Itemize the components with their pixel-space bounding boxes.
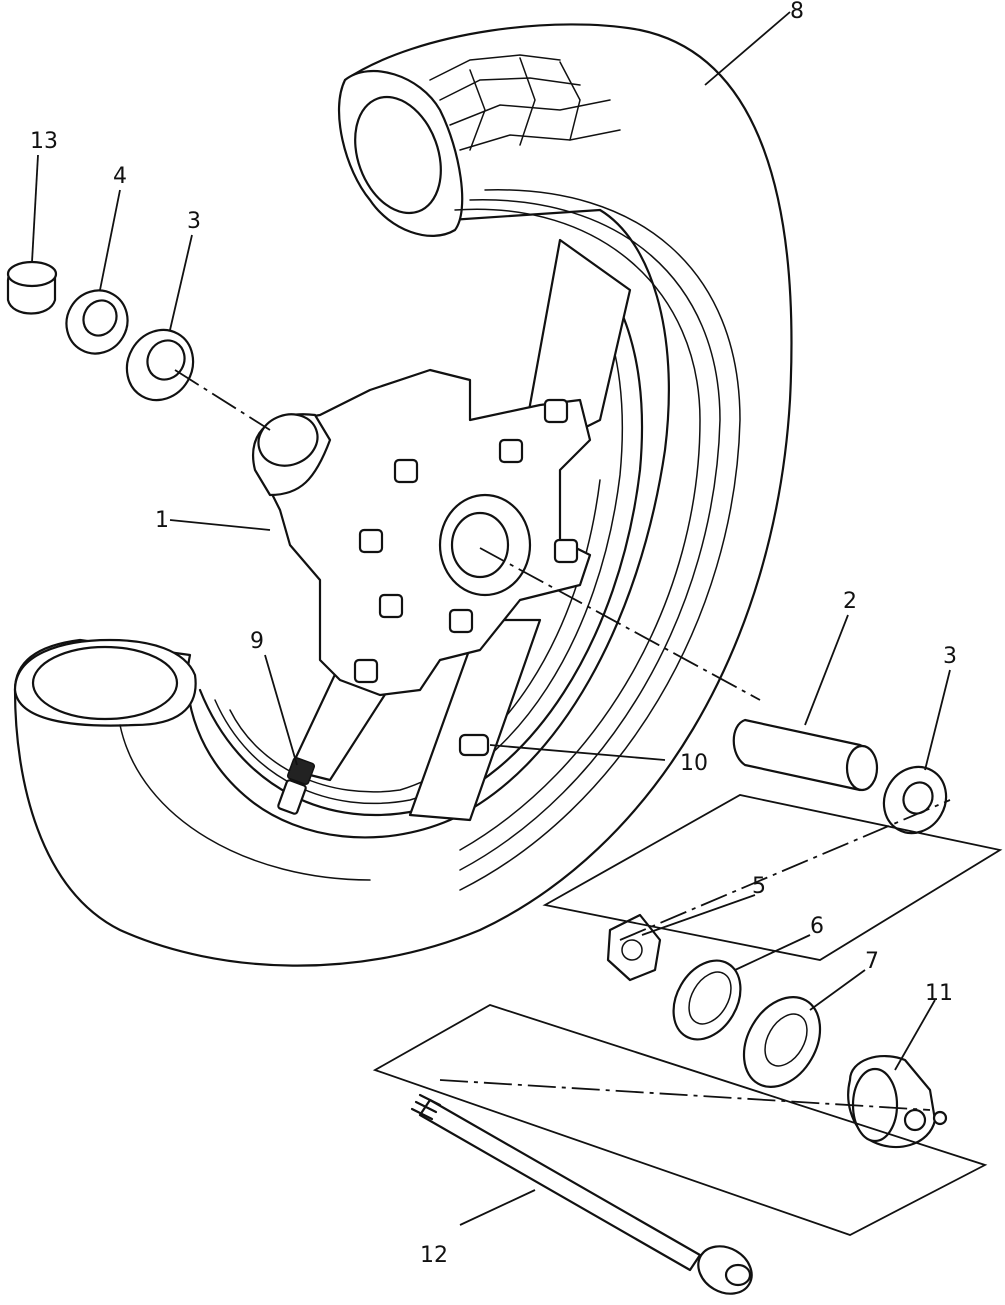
valve [277,756,316,815]
wheel-hub [252,238,632,822]
callout-3-right: 3 [943,644,957,669]
callout-12: 12 [420,1243,448,1268]
callout-8: 8 [790,0,804,24]
callout-labels: 8 13 4 3 1 9 2 3 10 5 6 7 11 12 [30,0,957,1268]
tire [13,23,793,967]
callout-11: 11 [925,981,953,1006]
part-5-clutch [606,913,662,982]
callout-2: 2 [843,589,857,614]
leader-lines [31,11,951,1226]
part-3-bearing-right [882,765,948,835]
part-3-bearing-left [125,328,195,402]
part-4-oil-seal [65,289,129,355]
callout-13: 13 [30,129,58,154]
part-2-spacer [732,718,879,792]
balance-weight [458,733,490,757]
part-7-oil-seal [742,995,822,1089]
callout-3-left: 3 [187,209,201,234]
callout-6: 6 [810,914,824,939]
assembly-guides [174,369,1003,1236]
callout-7: 7 [865,949,879,974]
part-11-gear-unit [847,1055,948,1149]
callout-4: 4 [113,164,127,189]
part-12-axle [410,1093,753,1295]
callout-9: 9 [250,629,264,654]
callout-5: 5 [752,874,766,899]
callout-1: 1 [155,508,169,533]
part-6-washer [672,959,742,1041]
callout-10: 10 [680,751,708,776]
part-13-collar [6,260,58,315]
